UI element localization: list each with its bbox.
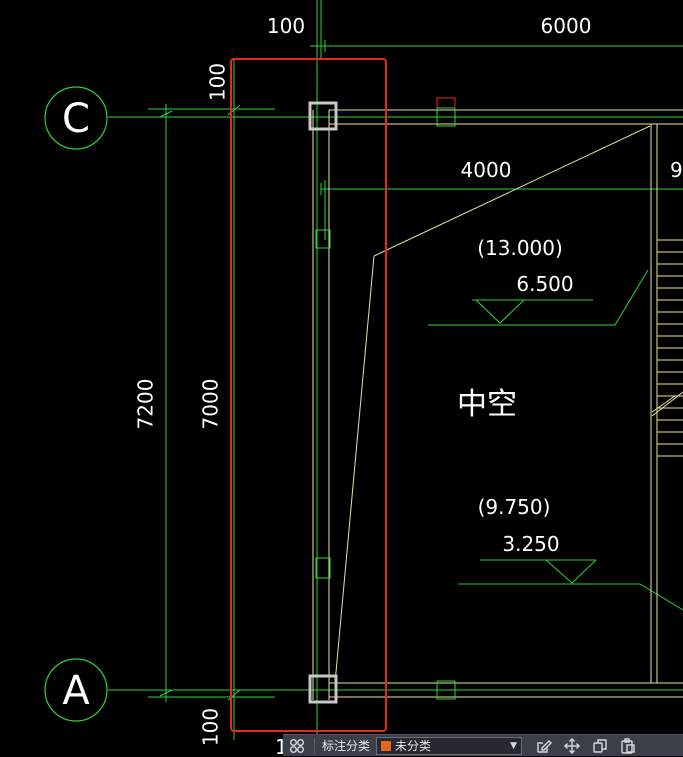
- axis-label-c: C: [62, 96, 90, 142]
- axis-label-a: A: [62, 668, 90, 714]
- selection-rectangle[interactable]: [230, 58, 387, 732]
- dim-left-7200: 7200: [134, 379, 158, 430]
- toolbar-divider: [314, 737, 315, 754]
- edit-icon: [537, 739, 553, 753]
- dim-top-100: 100: [267, 14, 305, 38]
- move-button[interactable]: [558, 735, 586, 757]
- paste-button[interactable]: [614, 735, 642, 757]
- copy-icon: [593, 738, 607, 753]
- dim-clipped-9: 9: [670, 158, 683, 182]
- copy-button[interactable]: [586, 735, 614, 757]
- room-label-void: 中空: [457, 387, 517, 422]
- elevation-lower-value: 3.250: [502, 532, 559, 556]
- category-select-value: 未分类: [395, 739, 432, 753]
- elevation-upper-paren: (13.000): [477, 236, 563, 260]
- axis-bubble-c: [44, 86, 108, 150]
- elevation-lower-paren: (9.750): [478, 495, 551, 519]
- grip-top[interactable]: [308, 101, 338, 131]
- dim-left-7000: 7000: [199, 379, 223, 430]
- move-icon: [564, 737, 581, 754]
- dim-mid-4000: 4000: [461, 158, 512, 182]
- paste-icon: [621, 737, 635, 754]
- elevation-upper-value: 6.500: [516, 272, 573, 296]
- axis-bubble-a: [44, 658, 108, 722]
- apps-icon: [290, 738, 304, 753]
- stair-break: [651, 391, 683, 417]
- wall-lines: [312, 109, 683, 700]
- dim-left-100-bottom: 100: [199, 708, 223, 746]
- red-marker: [436, 97, 456, 108]
- grip-bottom[interactable]: [308, 674, 338, 704]
- chevron-down-icon: ▼: [510, 740, 518, 751]
- stair-treads: [657, 239, 683, 457]
- category-label: 标注分类: [322, 739, 371, 753]
- wall-openings: [315, 107, 456, 700]
- category-select[interactable]: 未分类 ▼: [376, 736, 523, 755]
- category-color-swatch: [381, 740, 392, 751]
- edit-button[interactable]: [530, 735, 558, 757]
- dim-top-6000: 6000: [541, 14, 592, 38]
- annotation-toolbar: 标注分类 未分类 ▼: [283, 734, 683, 756]
- dimension-lines: [108, 0, 683, 756]
- dim-left-100-top: 100: [206, 63, 230, 101]
- grid-apps-button[interactable]: [283, 735, 311, 757]
